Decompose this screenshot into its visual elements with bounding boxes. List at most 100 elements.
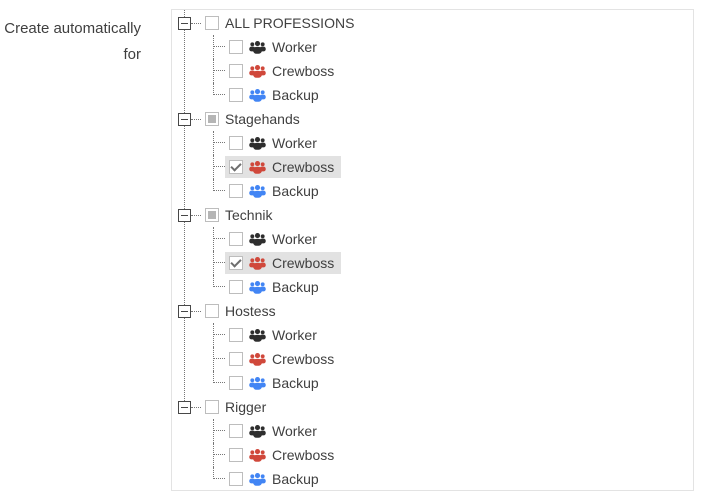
tree-node-role[interactable]: Backup — [225, 180, 326, 202]
users-icon — [249, 185, 266, 198]
tree-child-row: Backup — [172, 371, 693, 395]
users-icon — [249, 257, 266, 270]
collapse-expander-icon[interactable] — [178, 208, 191, 222]
role-label: Worker — [272, 39, 317, 55]
tree-line — [213, 347, 225, 371]
role-label: Worker — [272, 327, 317, 343]
tree-node-group[interactable]: Hostess — [201, 300, 283, 322]
checkbox[interactable] — [229, 184, 243, 198]
collapse-expander-icon[interactable] — [178, 304, 191, 318]
tree-node-role[interactable]: Crewboss — [225, 252, 342, 274]
checkbox[interactable] — [205, 208, 219, 222]
tree-child-row: Worker — [172, 323, 693, 347]
tree-node-role[interactable]: Backup — [225, 276, 326, 298]
tree-node-group[interactable]: ALL PROFESSIONS — [201, 12, 361, 34]
tree-line — [213, 131, 225, 155]
role-label: Worker — [272, 135, 317, 151]
tree-line — [213, 467, 225, 490]
checkbox[interactable] — [229, 136, 243, 150]
tree-line — [191, 406, 201, 408]
tree-node-role[interactable]: Crewboss — [225, 444, 341, 466]
checkbox[interactable] — [205, 400, 219, 414]
tree-node-role[interactable]: Crewboss — [225, 60, 341, 82]
tree-child-row: Worker — [172, 131, 693, 155]
role-label: Crewboss — [272, 447, 335, 463]
tree-child-row: Crewboss — [172, 155, 693, 179]
tree-line — [213, 83, 225, 107]
users-icon — [249, 41, 266, 54]
checkbox[interactable] — [229, 448, 243, 462]
tree-node-role[interactable]: Backup — [225, 468, 326, 490]
tree-node-role[interactable]: Worker — [225, 420, 324, 442]
tree-line — [191, 310, 201, 312]
minus-glyph — [181, 214, 188, 216]
minus-glyph — [181, 118, 188, 120]
tree-node-role[interactable]: Crewboss — [225, 156, 342, 178]
checkbox[interactable] — [229, 472, 243, 486]
role-label: Crewboss — [272, 63, 335, 79]
tree-node-role[interactable]: Crewboss — [225, 348, 341, 370]
checkbox[interactable] — [229, 40, 243, 54]
tree-line — [213, 227, 225, 251]
tree-node-group[interactable]: Stagehands — [201, 108, 307, 130]
group-label: Rigger — [225, 399, 267, 415]
role-label: Backup — [272, 87, 319, 103]
tree-child-row: Worker — [172, 227, 693, 251]
tree-node-role[interactable]: Backup — [225, 84, 326, 106]
tree-child-row: Backup — [172, 83, 693, 107]
checkbox[interactable] — [229, 255, 243, 270]
tree-child-row: Crewboss — [172, 347, 693, 371]
users-icon — [249, 449, 266, 462]
tree-line — [213, 419, 225, 443]
group-label: ALL PROFESSIONS — [225, 15, 355, 31]
users-icon — [249, 161, 266, 174]
collapse-expander-icon[interactable] — [178, 16, 191, 30]
tree-line — [213, 251, 225, 275]
checkbox[interactable] — [229, 280, 243, 294]
tree-line — [191, 214, 201, 216]
users-icon — [249, 329, 266, 342]
checkbox[interactable] — [205, 304, 219, 318]
indeterminate-mark-icon — [208, 211, 216, 219]
role-label: Backup — [272, 279, 319, 295]
tree-node-role[interactable]: Worker — [225, 36, 324, 58]
checkbox[interactable] — [229, 159, 243, 174]
tree-node-role[interactable]: Worker — [225, 324, 324, 346]
tree-node-group[interactable]: Rigger — [201, 396, 273, 418]
tree-parent-row: Technik — [172, 203, 693, 227]
checkbox[interactable] — [229, 64, 243, 78]
checkbox[interactable] — [229, 232, 243, 246]
collapse-expander-icon[interactable] — [178, 400, 191, 414]
tree-child-row: Backup — [172, 179, 693, 203]
checkbox[interactable] — [205, 112, 219, 126]
tree-line — [213, 275, 225, 299]
role-label: Backup — [272, 471, 319, 487]
checkbox[interactable] — [229, 88, 243, 102]
checkbox[interactable] — [229, 328, 243, 342]
users-icon — [249, 281, 266, 294]
tree-node-role[interactable]: Worker — [225, 132, 324, 154]
checkbox[interactable] — [229, 352, 243, 366]
tree-node-role[interactable]: Backup — [225, 372, 326, 394]
checkbox[interactable] — [229, 376, 243, 390]
checkbox[interactable] — [229, 424, 243, 438]
checkbox[interactable] — [205, 16, 219, 30]
minus-glyph — [181, 406, 188, 408]
collapse-expander-icon[interactable] — [178, 112, 191, 126]
tree-node-role[interactable]: Worker — [225, 228, 324, 250]
tree-parent-row: Hostess — [172, 299, 693, 323]
indeterminate-mark-icon — [208, 115, 216, 123]
check-mark-icon — [230, 159, 242, 172]
tree-child-row: Backup — [172, 275, 693, 299]
group-label: Stagehands — [225, 111, 300, 127]
tree-node-group[interactable]: Technik — [201, 204, 279, 226]
role-label: Backup — [272, 183, 319, 199]
role-label: Worker — [272, 423, 317, 439]
tree-line — [213, 179, 225, 203]
tree-line — [213, 59, 225, 83]
tree-child-row: Worker — [172, 35, 693, 59]
